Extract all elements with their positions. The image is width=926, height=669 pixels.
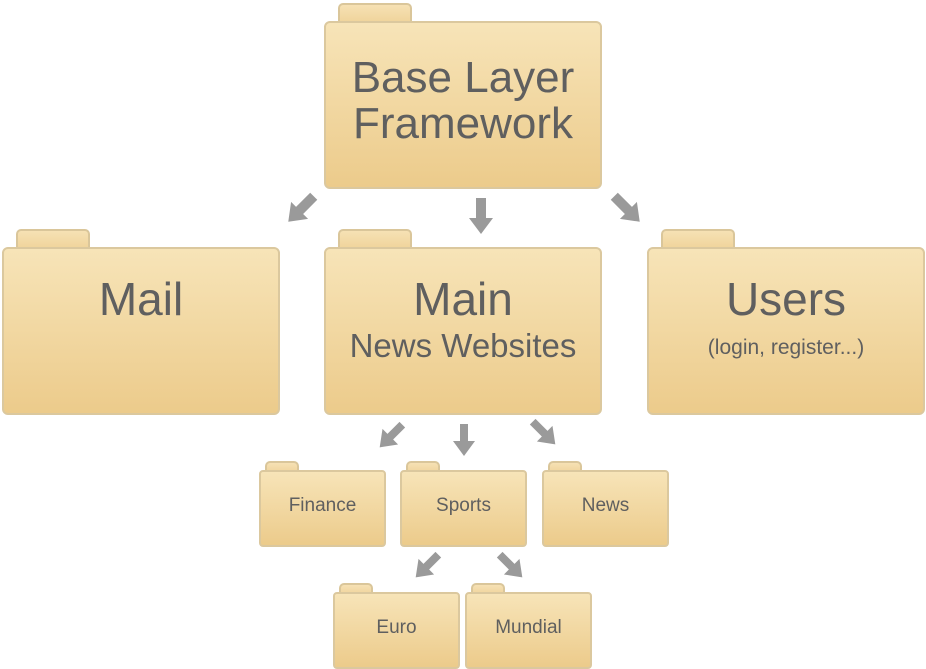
folder-body: Euro (333, 592, 460, 669)
folder-news: News (542, 461, 669, 547)
folder-body: News (542, 470, 669, 547)
main-sublabel: News Websites (349, 327, 577, 365)
arrow-sports-to-mundial (491, 546, 531, 586)
folder-users: Users (login, register...) (647, 229, 925, 415)
arrow-base-to-main (469, 198, 493, 234)
folder-body: Main News Websites (324, 247, 602, 415)
folder-body: Mundial (465, 592, 592, 669)
finance-label: Finance (288, 495, 357, 516)
arrow-main-to-news (524, 413, 564, 453)
mail-label: Mail (98, 273, 184, 325)
folder-body: Sports (400, 470, 527, 547)
arrow-base-to-mail (279, 187, 323, 231)
folder-sports: Sports (400, 461, 527, 547)
news-label: News (581, 495, 630, 516)
folder-base-layer-framework: Base Layer Framework (324, 3, 602, 189)
folder-body: Finance (259, 470, 386, 547)
folder-body: Mail (2, 247, 280, 415)
folder-body: Users (login, register...) (647, 247, 925, 415)
folder-mundial: Mundial (465, 583, 592, 669)
folder-mail: Mail (2, 229, 280, 415)
euro-label: Euro (376, 617, 417, 638)
arrow-main-to-sports (453, 424, 475, 456)
folder-finance: Finance (259, 461, 386, 547)
users-label: Users (725, 273, 847, 325)
folder-euro: Euro (333, 583, 460, 669)
base-layer-label-line2: Framework (352, 99, 574, 149)
arrow-main-to-finance (371, 416, 411, 456)
sports-label: Sports (436, 495, 491, 516)
mundial-label: Mundial (495, 617, 562, 638)
folder-main-news-websites: Main News Websites (324, 229, 602, 415)
main-label: Main (413, 273, 513, 325)
arrow-base-to-users (605, 187, 649, 231)
users-sublabel: (login, register...) (707, 336, 865, 360)
arrow-sports-to-euro (407, 546, 447, 586)
folder-body: Base Layer Framework (324, 21, 602, 189)
base-layer-label-line1: Base Layer (351, 53, 575, 102)
